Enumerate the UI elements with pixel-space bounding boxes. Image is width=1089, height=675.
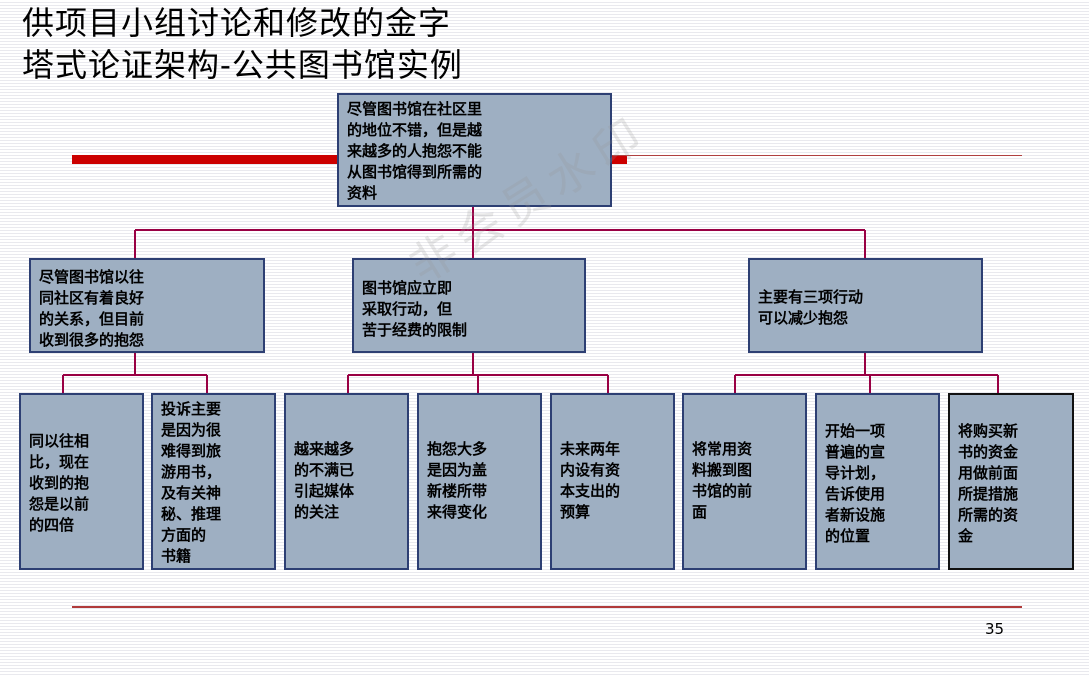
- leaf-box-1-1: 同以往相 比，现在 收到的抱 怨是以前 的四倍: [19, 393, 144, 570]
- leaf-box-2-2: 抱怨大多 是因为盖 新楼所带 来得变化: [417, 393, 542, 570]
- slide-title-line-2: 塔式论证架构-公共图书馆实例: [22, 46, 463, 84]
- leaf-box-1-2: 投诉主要 是因为很 难得到旅 游用书， 及有关神 秘、推理 方面的 书籍: [151, 393, 276, 570]
- title-underline-thin: [612, 155, 1022, 156]
- leaf-box-3-1: 将常用资 料搬到图 书馆的前 面: [682, 393, 807, 570]
- branch-box-2: 图书馆应立即 采取行动，但 苦于经费的限制: [352, 258, 586, 353]
- leaf-box-3-3: 将购买新 书的资金 用做前面 所提措施 所需的资 金: [948, 393, 1074, 570]
- leaf-box-3-2: 开始一项 普遍的宣 导计划， 告诉使用 者新设施 的位置: [815, 393, 940, 570]
- branch-box-3: 主要有三项行动 可以减少抱怨: [748, 258, 983, 353]
- leaf-box-2-3: 未来两年 内设有资 本支出的 预算: [550, 393, 675, 570]
- branch-box-1: 尽管图书馆以往 同社区有着良好 的关系，但目前 收到很多的抱怨: [29, 258, 265, 353]
- root-box: 尽管图书馆在社区里 的地位不错，但是越 来越多的人抱怨不能 从图书馆得到所需的 …: [337, 93, 612, 207]
- leaf-box-2-1: 越来越多 的不满已 引起媒体 的关注: [284, 393, 409, 570]
- slide-title: 供项目小组讨论和修改的金字 塔式论证架构-公共图书馆实例: [22, 2, 463, 86]
- footer-line: [72, 606, 1022, 608]
- page-number: 35: [985, 620, 1005, 638]
- slide-title-line-1: 供项目小组讨论和修改的金字: [22, 4, 452, 42]
